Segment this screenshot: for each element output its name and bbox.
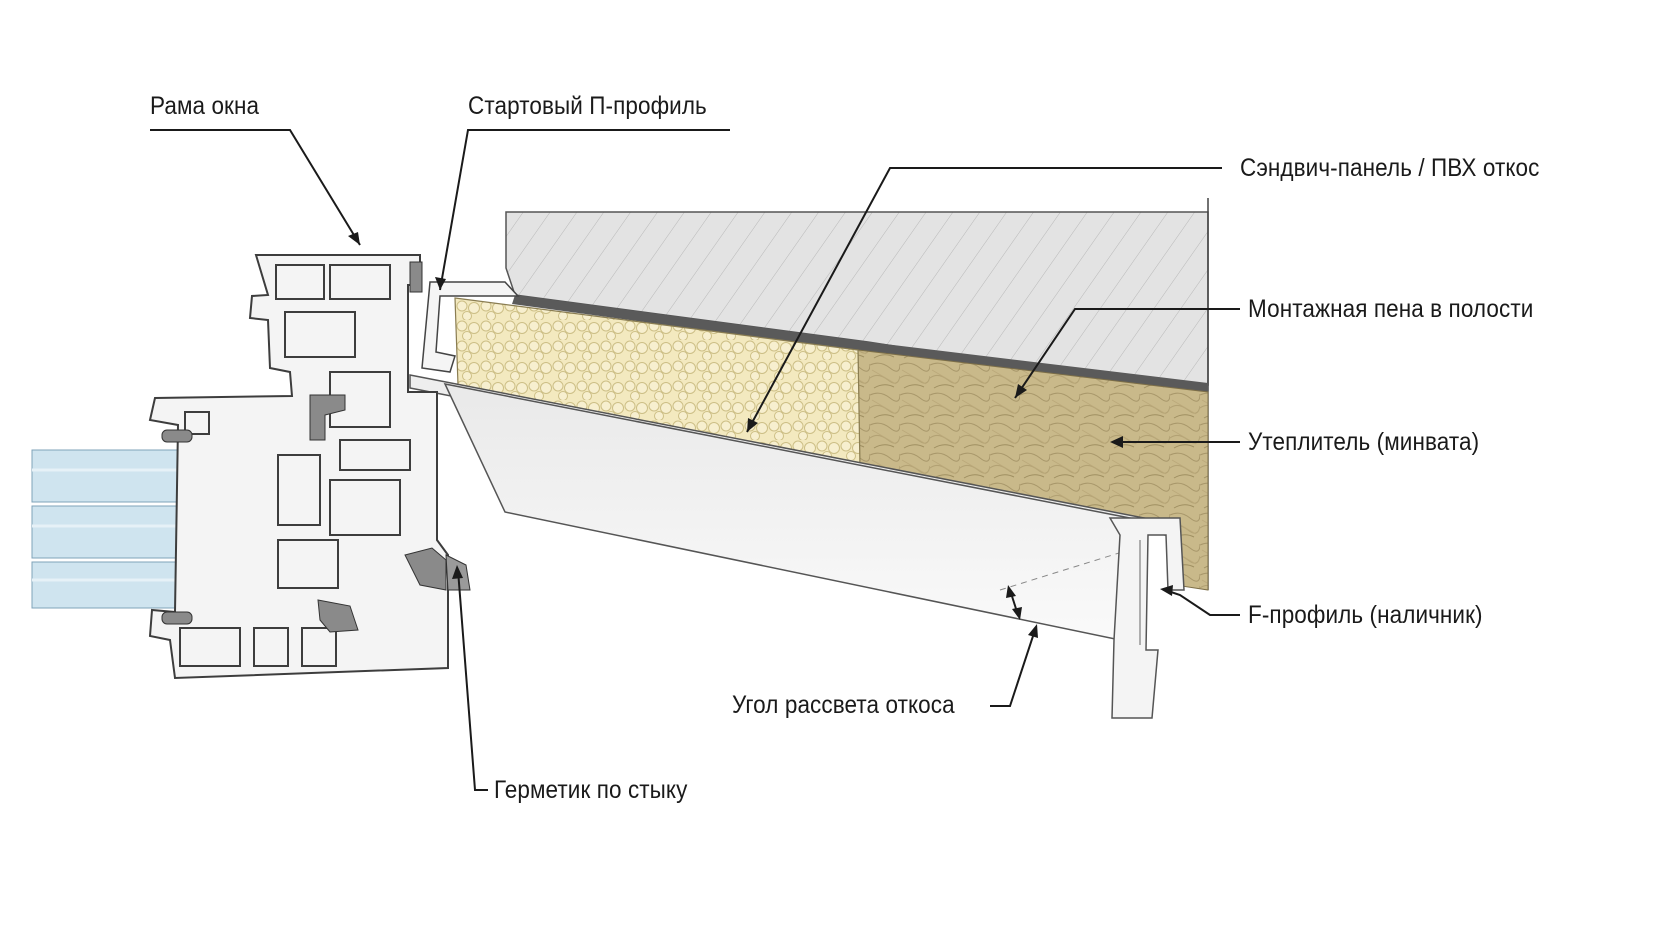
window-frame: [148, 254, 449, 680]
start-u-profile: [421, 281, 520, 373]
frame-gaskets: [161, 261, 447, 633]
label-sealant: Герметик по стыку: [494, 776, 688, 804]
label-start-profile: Стартовый П-профиль: [468, 92, 707, 120]
label-mounting-foam: Монтажная пена в полости: [1248, 295, 1534, 323]
label-window-frame: Рама окна: [150, 92, 260, 120]
label-insulation: Утеплитель (минвата): [1248, 428, 1480, 456]
label-f-profile: F-профиль (наличник): [1248, 601, 1483, 629]
membrane-strip: [512, 295, 1208, 392]
label-sandwich-panel: Сэндвич-панель / ПВХ откос: [1240, 154, 1540, 182]
f-profile: [1108, 517, 1185, 719]
label-reveal-angle: Угол рассвета откоса: [732, 691, 955, 719]
leader-lines: [150, 129, 1240, 791]
